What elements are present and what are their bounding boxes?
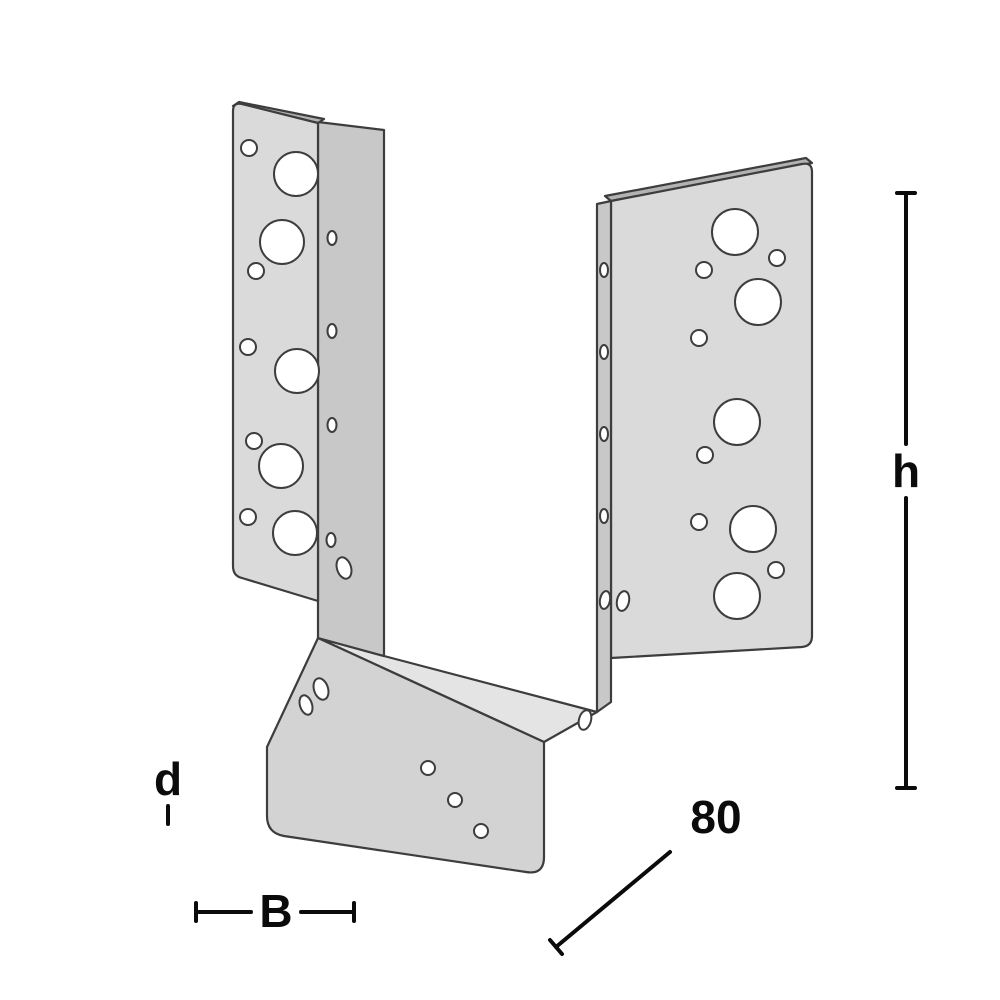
right-web-holes <box>598 262 612 610</box>
flange-hole-large <box>729 505 777 553</box>
thickness-label: d <box>154 753 182 805</box>
left-web <box>316 120 386 658</box>
bracket-drawing: h B 80 d <box>154 100 920 956</box>
flange-hole-small <box>696 446 714 464</box>
flange-hole-large <box>258 443 304 489</box>
seat-hole <box>473 823 489 839</box>
dimension-80: 80 <box>548 791 742 956</box>
web-hole <box>599 426 609 442</box>
right-flange-face <box>609 162 814 660</box>
flange-hole-large <box>274 348 320 394</box>
dimension-d: d <box>154 753 182 826</box>
flange-hole-large <box>259 219 305 265</box>
flange-hole-large <box>273 151 319 197</box>
flange-hole-small <box>767 561 785 579</box>
flange-slot <box>615 590 631 612</box>
web-hole <box>326 230 338 246</box>
flange-hole-large <box>734 278 782 326</box>
seat-hole <box>447 792 463 808</box>
flange-hole-small <box>690 513 708 531</box>
left-flange <box>231 100 326 603</box>
flange-hole-small <box>239 508 257 526</box>
web-hole <box>599 262 609 278</box>
h-label: h <box>892 445 920 497</box>
web-slot <box>335 556 353 580</box>
flange-hole-small <box>247 262 265 280</box>
flange-hole-large <box>713 572 761 620</box>
b-label: B <box>259 885 292 937</box>
depth-dimension-line <box>554 850 672 949</box>
flange-hole-small <box>245 432 263 450</box>
right-web-face <box>595 199 613 714</box>
flange-hole-small <box>768 249 786 267</box>
seat-corner-slot <box>298 694 314 716</box>
flange-hole-small <box>240 139 258 157</box>
flange-hole-large <box>711 208 759 256</box>
web-hole <box>325 532 337 548</box>
seat-corner-slot <box>577 709 593 731</box>
right-flange-holes <box>615 208 786 620</box>
dimension-annotations: h B 80 d <box>154 191 920 956</box>
flange-hole-large <box>713 398 761 446</box>
seat-front-face <box>265 636 546 874</box>
seat-hole <box>420 760 436 776</box>
web-hole <box>326 323 338 339</box>
dimension-h: h <box>892 191 920 790</box>
web-slot <box>598 590 612 610</box>
dimension-b: B <box>194 885 356 937</box>
flange-hole-small <box>695 261 713 279</box>
web-hole <box>326 417 338 433</box>
depth-label: 80 <box>690 791 741 843</box>
left-flange-holes <box>239 139 320 556</box>
flange-hole-small <box>239 338 257 356</box>
flange-hole-small <box>690 329 708 347</box>
web-hole <box>599 508 609 524</box>
seat <box>265 636 599 874</box>
web-hole <box>599 344 609 360</box>
seat-holes <box>298 677 593 839</box>
flange-hole-large <box>272 510 318 556</box>
seat-corner-slot <box>312 677 330 701</box>
right-flange <box>603 156 814 660</box>
left-web-holes <box>325 230 353 580</box>
right-web <box>595 199 613 714</box>
